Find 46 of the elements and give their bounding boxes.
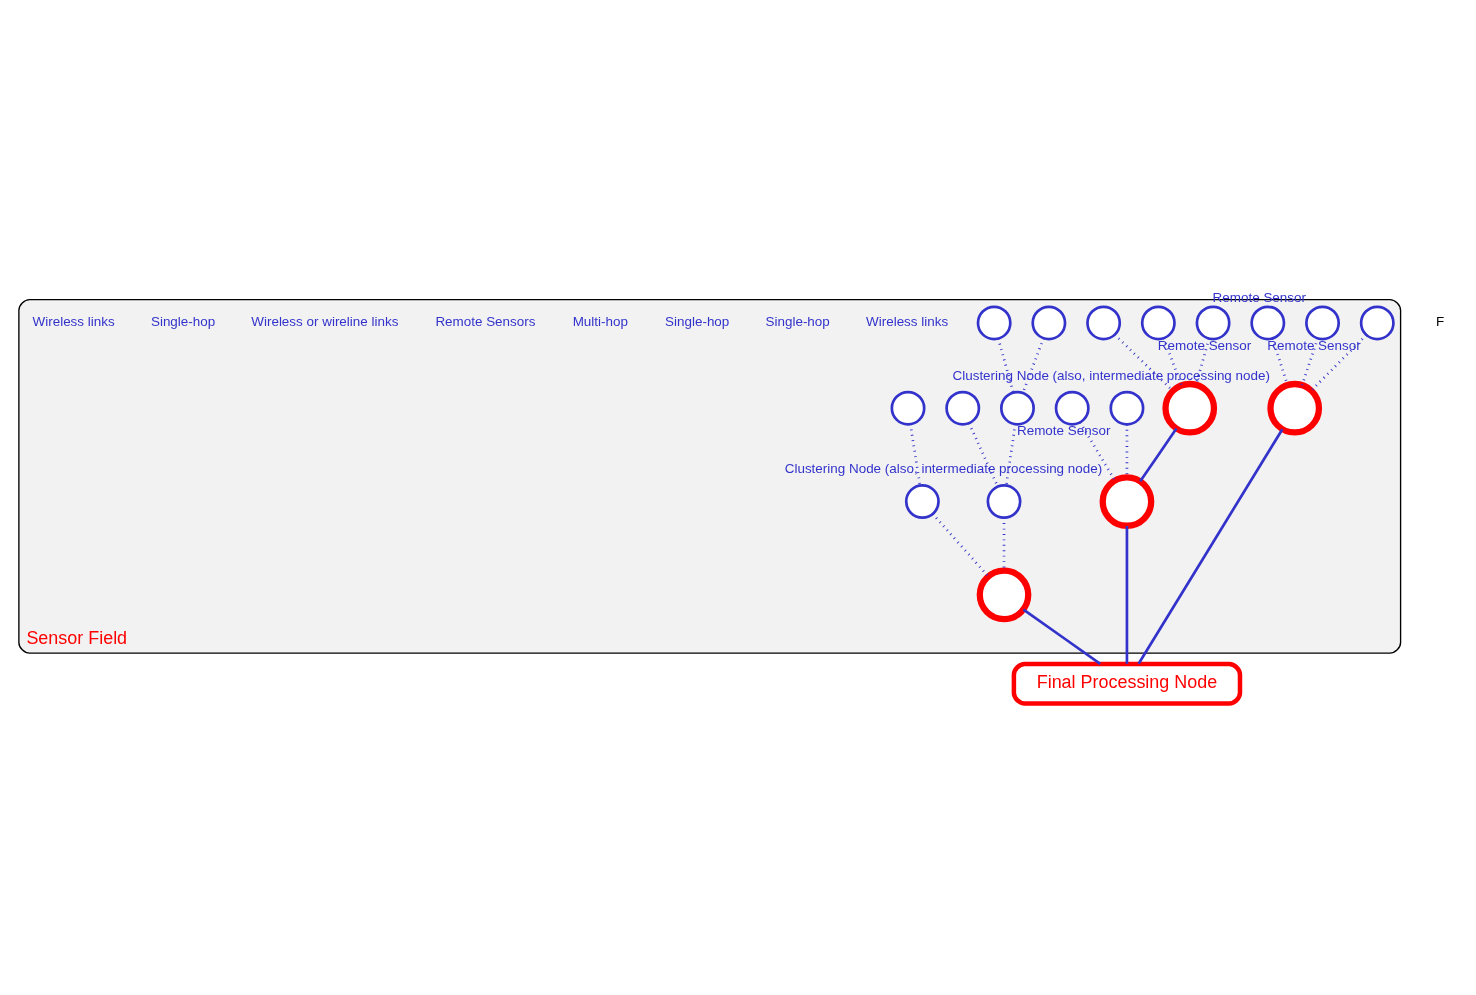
- connector: [909, 424, 922, 486]
- node-circle: [1267, 380, 1323, 436]
- label: Single-hop: [150, 314, 216, 330]
- node-circle: [1099, 474, 1155, 529]
- node-label: Remote Sensor: [1267, 337, 1361, 353]
- connector: [1137, 428, 1284, 665]
- connector: [1079, 421, 1116, 481]
- connector: [1300, 338, 1319, 386]
- node-circle: [1250, 305, 1286, 341]
- node-label: Remote Sensor: [1157, 337, 1252, 353]
- label: Remote Sensors: [435, 314, 536, 330]
- connector: [1162, 337, 1183, 386]
- node-circle: [904, 484, 940, 520]
- connector: [1125, 526, 1129, 664]
- node-circle: [1086, 305, 1122, 341]
- label: F: [1435, 314, 1445, 330]
- node-circle: [986, 484, 1022, 520]
- label: Wireless or wireline links: [251, 314, 399, 330]
- node-circle: [890, 390, 926, 426]
- connector: [1310, 334, 1368, 392]
- node-label: Clustering Node (also, intermediate processing node): [784, 460, 1103, 476]
- connector: [997, 338, 1015, 393]
- connector: [1139, 427, 1178, 483]
- node-circle: [1054, 390, 1090, 426]
- node-circle: [976, 305, 1012, 341]
- connector: [967, 422, 999, 487]
- label: Single-hop: [765, 314, 830, 330]
- node-circle: [1359, 305, 1395, 341]
- label: Wireless links: [866, 314, 949, 330]
- connector: [1004, 424, 1017, 486]
- node-circle: [976, 567, 1032, 623]
- node-box: Final Processing Node: [1011, 661, 1243, 706]
- label: Single-hop: [665, 314, 730, 330]
- node-circle: [945, 390, 981, 426]
- node-label: Clustering Node (also, intermediate processing node): [952, 367, 1270, 383]
- node-circle: [1140, 305, 1176, 341]
- connector: [1022, 608, 1101, 665]
- node-circle: [1000, 390, 1035, 426]
- connector: [931, 513, 990, 578]
- node-circle: [1031, 305, 1067, 341]
- label: Multi-hop: [572, 314, 628, 330]
- node-circle: [1109, 390, 1145, 426]
- label: Wireless links: [32, 314, 115, 330]
- node-label: Remote Sensor: [1017, 423, 1111, 439]
- node-circle: [1305, 305, 1341, 341]
- node-circle: [1195, 305, 1231, 341]
